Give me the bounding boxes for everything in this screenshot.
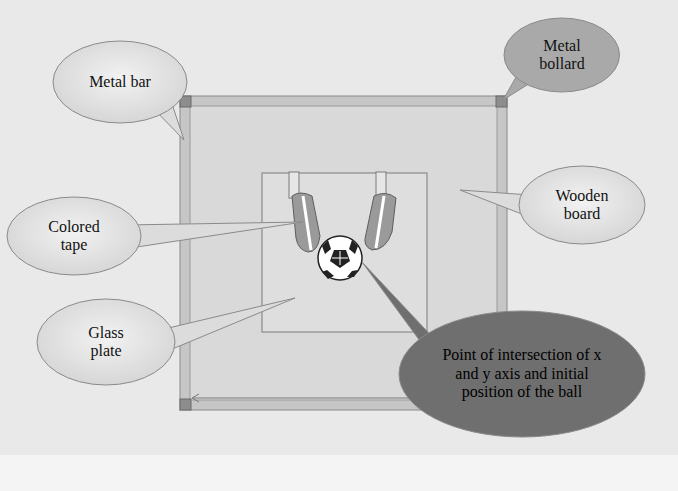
ball [318,236,362,280]
callout-label: Wooden board [547,187,617,224]
callout-bubble-dark: Point of intersection of x and y axis an… [398,310,646,438]
callout-label: Glass plate [71,324,141,361]
callout-label: Metal bar [89,73,151,91]
callout-bubble: Metal bar [52,40,188,124]
callout-bubble: Colored tape [6,196,142,276]
callout-label: Colored tape [39,218,109,255]
callout-bubble: Metal bollard [503,17,621,93]
callout-label: Metal bollard [527,37,597,74]
background-lower [0,455,678,491]
frame-arrow [192,394,199,402]
callout-label: Point of intersection of x and y axis an… [442,346,602,401]
callout-bubble: Glass plate [36,298,176,386]
background [0,0,678,455]
callout-bubble: Wooden board [518,165,646,245]
